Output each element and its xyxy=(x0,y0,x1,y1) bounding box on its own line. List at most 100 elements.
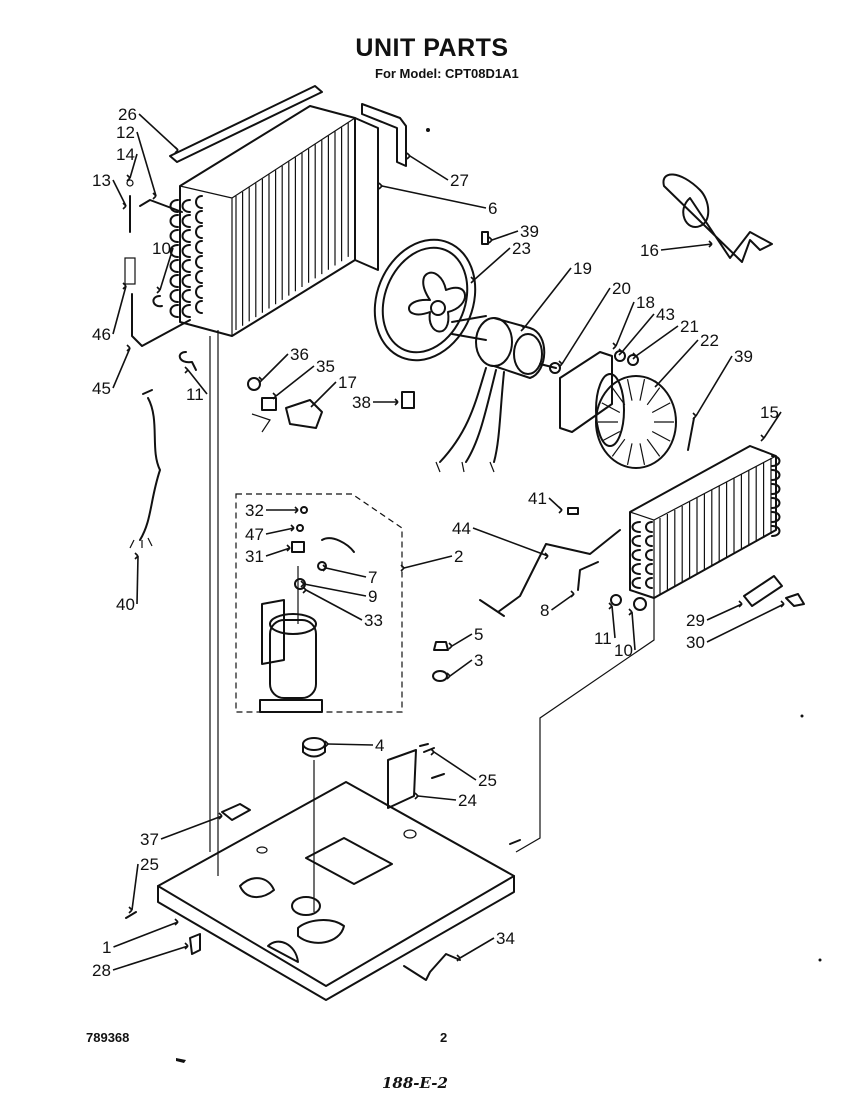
leader-line xyxy=(403,555,453,569)
leader-arrowhead xyxy=(174,146,179,154)
condenser-coil xyxy=(169,85,379,337)
callout-38: 38 xyxy=(352,393,371,412)
callout-23: 23 xyxy=(512,239,531,258)
leader-arrowhead xyxy=(618,348,623,356)
leader-line xyxy=(561,287,611,365)
leader-arrowhead xyxy=(544,552,549,560)
leader-arrowhead xyxy=(126,174,131,182)
leader-line xyxy=(409,155,449,181)
callout-14: 14 xyxy=(116,145,135,164)
part-29 xyxy=(743,575,783,607)
leader-arrowhead xyxy=(760,434,765,442)
leader-arrowhead xyxy=(430,748,435,756)
leader-line xyxy=(763,411,782,439)
leader-arrowhead xyxy=(294,506,299,514)
suction-pipe xyxy=(209,330,219,876)
callout-36: 36 xyxy=(290,345,309,364)
leader-arrowhead xyxy=(302,586,307,594)
leader-arrowhead xyxy=(628,608,633,616)
page-subtitle: For Model: CPT08D1A1 xyxy=(375,66,519,81)
leader-line xyxy=(491,230,519,241)
washer-43 xyxy=(614,350,626,362)
leader-line xyxy=(706,603,743,621)
part-30 xyxy=(785,593,805,607)
bracket-24 xyxy=(387,749,417,809)
leader-arrowhead xyxy=(708,240,713,248)
callout-8: 8 xyxy=(540,601,549,620)
leader-arrowhead xyxy=(134,552,139,560)
leader-arrowhead xyxy=(654,380,659,388)
spring-16 xyxy=(662,173,773,263)
connector-line xyxy=(515,598,655,853)
leader-arrowhead xyxy=(286,544,291,552)
power-cord xyxy=(129,389,161,549)
callout-28: 28 xyxy=(92,961,111,980)
callout-37: 37 xyxy=(140,830,159,849)
leader-arrowhead xyxy=(156,286,161,294)
callout-18: 18 xyxy=(636,293,655,312)
leader-line xyxy=(159,247,174,291)
callout-41: 41 xyxy=(528,489,547,508)
callout-47: 47 xyxy=(245,525,264,544)
leader-arrowhead xyxy=(446,672,451,680)
leader-arrowhead xyxy=(218,812,223,820)
leader-arrowhead xyxy=(738,600,743,608)
leader-arrowhead xyxy=(558,360,563,368)
callout-25: 25 xyxy=(478,771,497,790)
callout-3: 3 xyxy=(474,651,483,670)
relay-parts xyxy=(247,377,323,433)
leader-arrowhead xyxy=(488,236,493,244)
callout-7: 7 xyxy=(368,568,377,587)
callout-5: 5 xyxy=(474,625,483,644)
leader-line xyxy=(265,527,295,535)
part-28 xyxy=(189,933,201,955)
leader-line xyxy=(523,267,572,329)
page-title: UNIT PARTS xyxy=(355,34,509,62)
leader-arrowhead xyxy=(122,202,127,210)
leader-line xyxy=(551,593,575,611)
pipe-8 xyxy=(577,561,599,591)
leader-arrowhead xyxy=(394,398,399,406)
leader-arrowhead xyxy=(456,954,461,962)
callout-27: 27 xyxy=(450,171,469,190)
callout-39: 39 xyxy=(520,222,539,241)
leader-arrowhead xyxy=(414,792,419,800)
leader-line xyxy=(635,325,679,357)
callout-10: 10 xyxy=(152,239,171,258)
leader-arrowhead xyxy=(470,276,475,284)
base-pan xyxy=(157,749,515,1001)
callout-43: 43 xyxy=(656,305,675,324)
callout-24: 24 xyxy=(458,791,477,810)
leader-line xyxy=(303,583,367,597)
leader-line xyxy=(472,527,549,557)
callout-10: 10 xyxy=(614,641,633,660)
leader-line xyxy=(187,369,208,395)
part-37 xyxy=(221,803,251,821)
leader-line xyxy=(112,945,189,971)
leader-arrowhead xyxy=(632,352,637,360)
leader-arrowhead xyxy=(692,412,697,420)
screws-25 xyxy=(125,743,521,919)
leader-arrowhead xyxy=(174,918,179,926)
leader-line xyxy=(660,243,713,251)
leader-line xyxy=(695,355,733,417)
callout-31: 31 xyxy=(245,547,264,566)
leader-line xyxy=(113,921,179,948)
leader-line xyxy=(275,365,315,397)
leader-lines xyxy=(112,113,785,971)
leader-line xyxy=(449,659,473,677)
callout-13: 13 xyxy=(92,171,111,190)
nut-21 xyxy=(627,354,639,366)
blower-wheel xyxy=(595,373,677,469)
callout-9: 9 xyxy=(368,587,377,606)
leader-arrowhead xyxy=(324,740,329,748)
leader-line xyxy=(433,751,477,781)
callout-16: 16 xyxy=(640,241,659,260)
leader-line xyxy=(473,247,511,281)
leader-arrowhead xyxy=(378,182,383,190)
nut-5 xyxy=(433,641,449,651)
leader-line xyxy=(112,347,131,389)
callout-39: 39 xyxy=(734,347,753,366)
